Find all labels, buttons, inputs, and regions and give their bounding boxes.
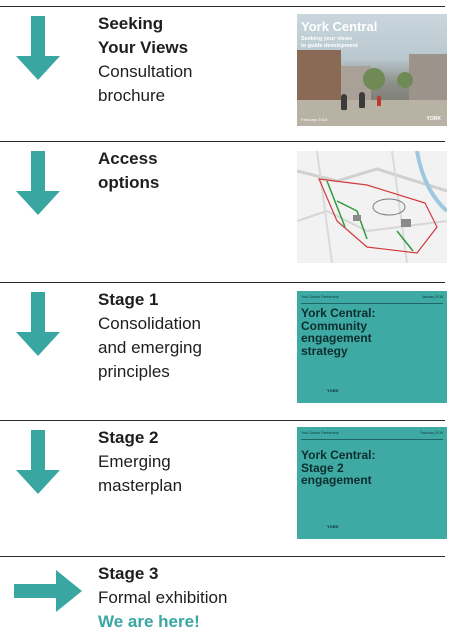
cover-header-left: York Central Partnership <box>301 431 340 435</box>
divider <box>0 6 445 7</box>
consultation-brochure-thumbnail[interactable]: York Central Seeking your views to guide… <box>297 14 447 126</box>
stage-desc-line: Consultation <box>98 62 193 81</box>
building-shape <box>297 50 341 106</box>
stage-row-stage-1: Stage 1 Consolidation and emerging princ… <box>0 284 453 416</box>
cover-title: York Central: Stage 2 engagement <box>301 449 375 487</box>
cover-subtitle-line: to guide development <box>301 43 358 49</box>
stage-row-seeking-views: Seeking Your Views Consultation brochure… <box>0 8 453 136</box>
stage-desc-line: Emerging <box>98 452 171 471</box>
cover-header-rule <box>301 303 443 304</box>
cover-title-line: engagement <box>301 473 372 487</box>
divider <box>0 420 445 421</box>
stage-desc-line: masterplan <box>98 476 183 495</box>
stage-desc-line: and emerging <box>98 338 202 357</box>
tree-shape <box>397 72 413 88</box>
tree-shape <box>363 68 385 90</box>
cover-header-right: February 2019 <box>420 431 443 435</box>
cover-title-line: York Central: <box>301 306 376 320</box>
cover-header-rule <box>301 439 443 440</box>
stage-1-strategy-thumbnail[interactable]: York Central Partnership January 2018 Yo… <box>297 291 447 403</box>
divider <box>0 141 445 142</box>
building-shape <box>409 54 447 108</box>
stage-desc-line: Consolidation <box>98 314 202 333</box>
arrow-down-icon <box>16 151 60 215</box>
street-shape <box>297 100 447 126</box>
person-shape <box>359 92 365 108</box>
divider <box>0 556 445 557</box>
person-shape <box>377 96 381 106</box>
york-logo: YORK <box>327 524 339 529</box>
cover-subtitle-line: Seeking your views <box>301 36 353 42</box>
stage-title-line: Stage 3 <box>98 564 159 583</box>
person-shape <box>341 94 347 110</box>
current-stage-marker: We are here! <box>98 612 200 631</box>
divider <box>0 282 445 283</box>
cover-title: York Central: Community engagement strat… <box>301 307 375 357</box>
cover-title-line: strategy <box>301 343 348 358</box>
cover-title-line: Community <box>301 318 367 333</box>
cover-date: February 2018 <box>301 117 328 122</box>
stage-desc-line: brochure <box>98 86 166 105</box>
access-options-map-thumbnail[interactable] <box>297 151 447 263</box>
stage-title-line: Your Views <box>98 38 189 57</box>
stage-desc-line: principles <box>98 362 170 381</box>
partner-logos: YORK <box>327 388 339 393</box>
partner-logos: YORK <box>327 524 339 529</box>
stage-row-stage-2: Stage 2 Emerging masterplan York Central… <box>0 422 453 552</box>
york-logo: YORK <box>327 388 339 393</box>
stage-title-line: Stage 1 <box>98 290 159 309</box>
stage-title-line: Seeking <box>98 14 164 33</box>
stage-2-engagement-thumbnail[interactable]: York Central Partnership February 2019 Y… <box>297 427 447 539</box>
stage-title-line: Stage 2 <box>98 428 159 447</box>
cover-title-line: engagement <box>301 331 372 345</box>
cover-header-right: January 2018 <box>421 295 443 299</box>
cover-title: York Central <box>301 19 378 34</box>
stage-desc-line: Formal exhibition <box>98 588 228 607</box>
cover-header-left: York Central Partnership <box>301 295 340 299</box>
cover-title-line: York Central: <box>301 448 376 462</box>
stage-title-line: options <box>98 173 160 192</box>
cover-title-line: Stage 2 <box>301 460 344 475</box>
stage-row-stage-3: Stage 3 Formal exhibition We are here! <box>0 558 453 632</box>
arrow-down-icon <box>16 16 60 80</box>
arrow-right-icon <box>14 570 82 612</box>
arrow-down-icon <box>16 430 60 494</box>
york-logo: YORK <box>426 116 441 122</box>
stage-title-line: Access <box>98 149 158 168</box>
arrow-down-icon <box>16 292 60 356</box>
stage-row-access-options: Access options <box>0 143 453 277</box>
cover-subtitle: Seeking your views to guide development <box>301 36 358 50</box>
